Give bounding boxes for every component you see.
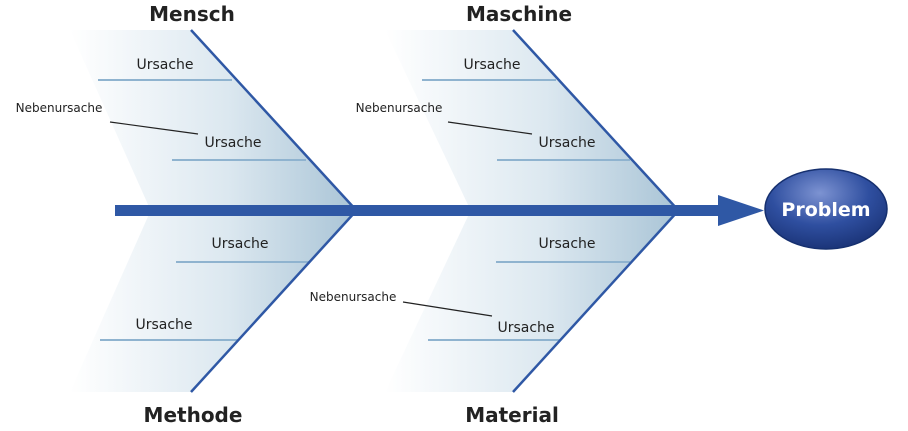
rib-maschine [512, 29, 679, 211]
spine [115, 205, 733, 216]
arrowhead [718, 195, 764, 226]
subcause-line-maschine [447, 121, 533, 135]
subcause-line-material [402, 301, 493, 317]
problem-label: Problem [781, 199, 870, 221]
rib-mensch [190, 29, 357, 211]
wedge-methode [70, 212, 356, 392]
cause-mensch-2: Ursache [204, 135, 261, 151]
cause-material-2: Ursache [497, 320, 554, 336]
rib-methode [190, 210, 357, 393]
problem-ellipse [764, 168, 888, 250]
subcause-line-mensch [109, 121, 199, 135]
subcause-material: Nebenursache [310, 290, 397, 304]
rib-material [512, 210, 679, 393]
subcause-mensch: Nebenursache [16, 101, 103, 115]
category-mensch: Mensch [149, 2, 235, 26]
wedge-material [385, 212, 678, 392]
category-material: Material [465, 403, 559, 427]
cause-methode-2: Ursache [135, 317, 192, 333]
subcause-maschine: Nebenursache [356, 101, 443, 115]
wedge-mensch [70, 30, 356, 209]
cause-methode-1: Ursache [211, 236, 268, 252]
wedge-maschine [385, 30, 678, 209]
cause-material-1: Ursache [538, 236, 595, 252]
category-methode: Methode [144, 403, 243, 427]
cause-maschine-2: Ursache [538, 135, 595, 151]
cause-mensch-1: Ursache [136, 57, 193, 73]
category-maschine: Maschine [466, 2, 572, 26]
cause-maschine-1: Ursache [463, 57, 520, 73]
